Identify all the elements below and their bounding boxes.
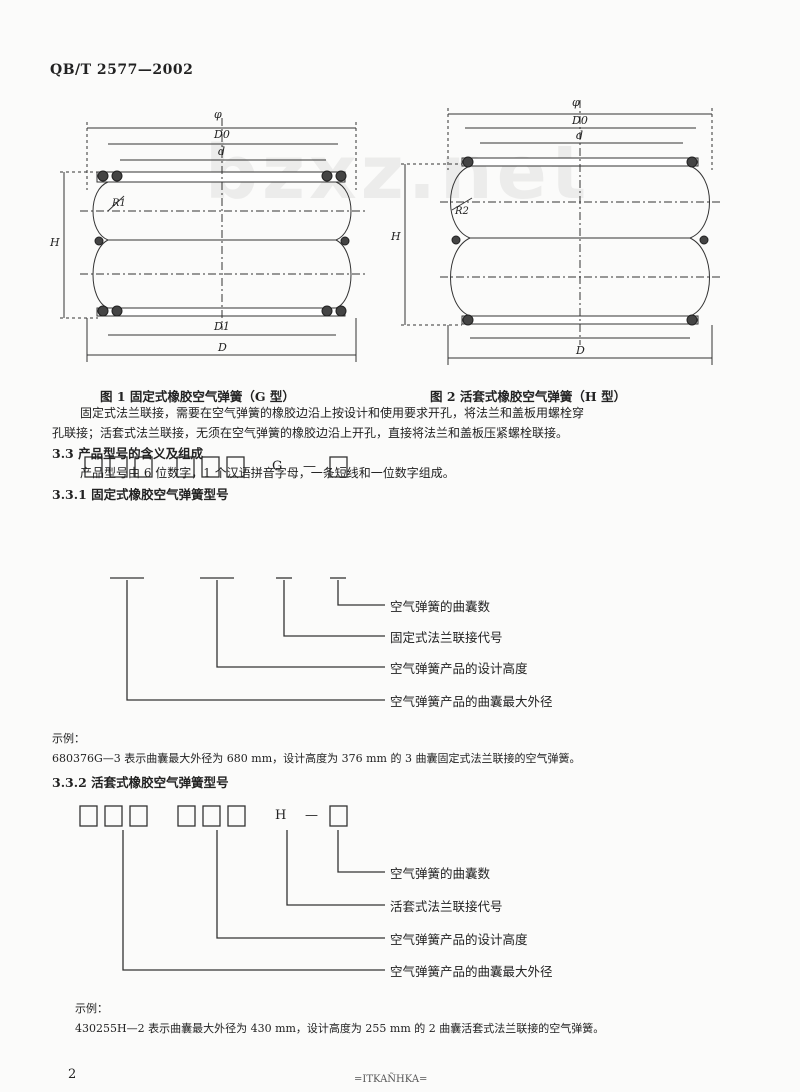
figure-2-drawing <box>401 100 720 365</box>
figure-1-drawing <box>60 118 366 362</box>
figure-1-bolt-rings <box>94 170 350 317</box>
paragraph-line-1: 固定式法兰联接，需要在空气弹簧的橡胶边沿上按设计和使用要求开孔，将法兰和盖板用螺… <box>80 406 585 420</box>
figure-2-caption: 图 2 活套式橡胶空气弹簧（H 型） <box>430 389 627 404</box>
model-h-label-max-diameter: 空气弹簧产品的曲囊最大外径 <box>390 964 553 979</box>
paragraph-line-2: 孔联接；活套式法兰联接，无须在空气弹簧的橡胶边沿上开孔，直接将法兰和盖板压紧螺栓… <box>52 426 569 440</box>
model-h-dash: — <box>305 808 318 823</box>
model-h-letter: H <box>275 808 287 823</box>
fig1-dim-d0: D0 <box>214 128 230 141</box>
fig1-dim-d: d <box>218 145 226 158</box>
fig1-dim-d1: D1 <box>214 320 230 333</box>
model-g-label-max-diameter: 空气弹簧产品的曲囊最大外径 <box>390 694 553 709</box>
model-g-label-flange-code: 固定式法兰联接代号 <box>390 630 503 645</box>
fig2-dim-r2: R2 <box>455 206 469 217</box>
model-g-code-diagram <box>84 456 385 701</box>
standard-code: QB/T 2577—2002 <box>50 62 194 78</box>
model-g-label-bellows-count: 空气弹簧的曲囊数 <box>390 599 491 614</box>
fig2-dim-phi: φ <box>572 96 580 109</box>
page-footer: =ITKAÑHKA= <box>354 1074 428 1085</box>
model-g-example-label: 示例： <box>52 732 85 745</box>
model-h-label-bellows-count: 空气弹簧的曲囊数 <box>390 866 491 881</box>
fig1-dim-phi: φ <box>214 108 222 121</box>
model-h-code-diagram <box>79 805 385 971</box>
fig2-dim-d0: D0 <box>572 114 588 127</box>
section-3-3-heading: 3.3 产品型号的含义及组成 <box>52 446 204 461</box>
fig1-dim-big-d: D <box>218 341 227 354</box>
page-number: 2 <box>68 1067 77 1082</box>
fig1-dim-r1: R1 <box>112 198 126 209</box>
model-g-letter: G <box>272 459 283 474</box>
model-h-example-text: 430255H—2 表示曲囊最大外径为 430 mm，设计高度为 255 mm … <box>75 1022 605 1035</box>
figure-2-bolt-rings <box>451 156 709 326</box>
model-g-label-design-height: 空气弹簧产品的设计高度 <box>390 661 528 676</box>
model-h-example-label: 示例： <box>75 1002 108 1015</box>
fig1-dim-h: H <box>50 236 60 249</box>
fig2-dim-big-d: D <box>576 344 585 357</box>
section-3-3-text: 产品型号由 6 位数字，1 个汉语拼音字母，一条短线和一位数字组成。 <box>80 466 455 480</box>
fig2-dim-h: H <box>391 230 401 243</box>
section-3-3-1-heading: 3.3.1 固定式橡胶空气弹簧型号 <box>52 487 229 502</box>
model-h-label-flange-code: 活套式法兰联接代号 <box>390 899 503 914</box>
model-g-example-text: 680376G—3 表示曲囊最大外径为 680 mm，设计高度为 376 mm … <box>52 752 581 765</box>
model-h-label-design-height: 空气弹簧产品的设计高度 <box>390 932 528 947</box>
fig2-dim-d: d <box>576 129 584 142</box>
figure-1-caption: 图 1 固定式橡胶空气弹簧（G 型） <box>100 389 295 404</box>
section-3-3-2-heading: 3.3.2 活套式橡胶空气弹簧型号 <box>52 775 229 790</box>
model-g-dash: — <box>303 459 316 474</box>
